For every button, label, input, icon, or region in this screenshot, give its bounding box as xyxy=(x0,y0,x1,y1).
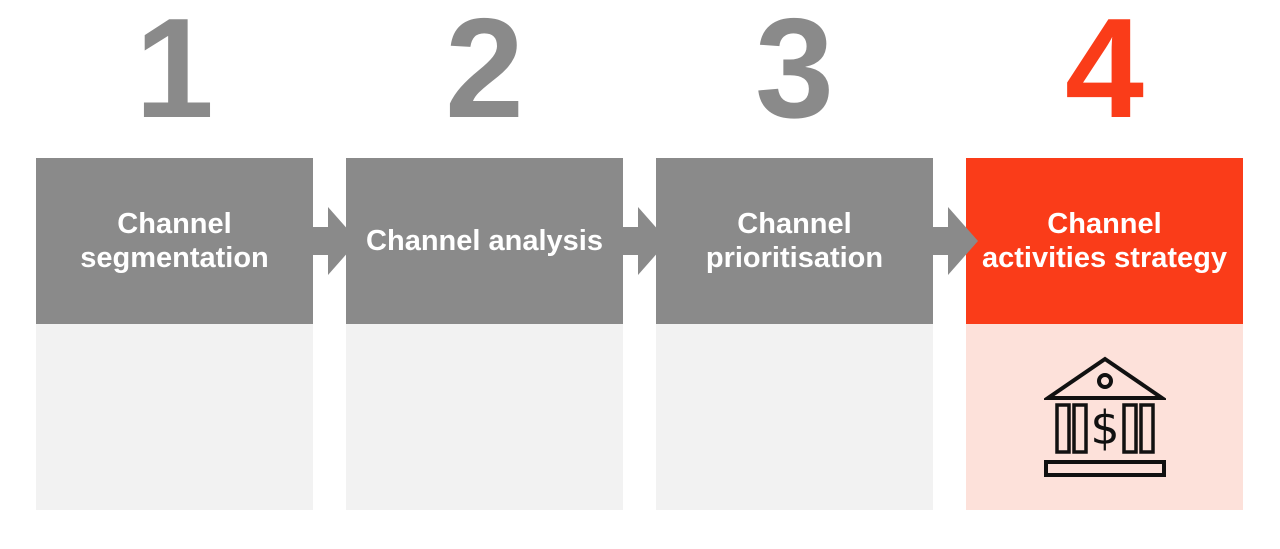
step-column-4: 4 Channel activities strategy $ xyxy=(966,0,1243,510)
step-3-number: 3 xyxy=(656,0,933,158)
step-title-line: Channel xyxy=(737,208,852,240)
bank-money-icon: $ xyxy=(1043,356,1166,478)
step-number-text: 4 xyxy=(1065,0,1144,148)
dollar-symbol: $ xyxy=(1090,401,1119,455)
step-1-header: Channel segmentation xyxy=(36,158,313,324)
step-title-line: prioritisation xyxy=(705,242,884,274)
step-2-number: 2 xyxy=(346,0,623,158)
step-2-header: Channel analysis xyxy=(346,158,623,324)
step-title-line: Channel xyxy=(1047,208,1162,240)
step-3-header: Channel prioritisation xyxy=(656,158,933,324)
step-title-line: Channel analysis xyxy=(366,225,603,257)
step-4-body: $ xyxy=(966,324,1243,510)
steps-row: 1 Channel segmentation 2 Channel analysi… xyxy=(36,0,1243,510)
step-title-line: Channel xyxy=(117,208,232,240)
step-3-body xyxy=(656,324,933,510)
step-title-line: activities strategy xyxy=(981,242,1227,274)
step-2-body xyxy=(346,324,623,510)
step-4-header: Channel activities strategy xyxy=(966,158,1243,324)
step-4-number: 4 xyxy=(966,0,1243,158)
step-column-3: 3 Channel prioritisation xyxy=(656,0,978,510)
step-column-2: 2 Channel analysis xyxy=(346,0,668,510)
step-number-text: 2 xyxy=(445,0,524,148)
step-number-text: 3 xyxy=(755,0,834,148)
step-title-line: segmentation xyxy=(80,242,269,274)
step-column-1: 1 Channel segmentation xyxy=(36,0,358,510)
step-1-number: 1 xyxy=(36,0,313,158)
step-number-text: 1 xyxy=(135,0,214,148)
step-1-body xyxy=(36,324,313,510)
